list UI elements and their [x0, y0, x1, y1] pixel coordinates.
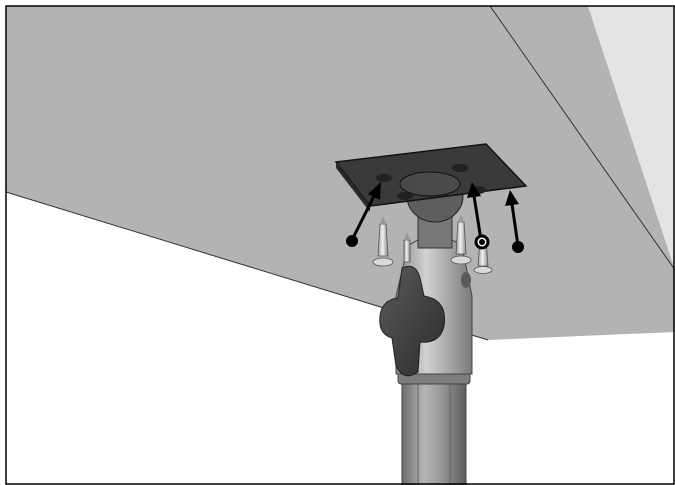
mounting-arrow-icon	[346, 182, 381, 247]
screw-icon	[372, 216, 394, 267]
plate-center-boss	[399, 171, 461, 197]
mounting-arrow-icon	[505, 190, 524, 253]
pole-head-hole	[461, 272, 471, 288]
screw-icon	[403, 232, 411, 263]
plate-hole	[397, 192, 413, 200]
clamp-knob	[379, 265, 446, 377]
mounting-arrow-icon	[467, 182, 490, 250]
support-pole	[397, 369, 471, 485]
mounting-plate-edge	[336, 162, 370, 212]
screw-icon	[450, 214, 472, 265]
plate-hole	[452, 164, 468, 172]
table-edge	[588, 6, 675, 270]
table-edge-line	[489, 5, 675, 271]
plate-hole	[376, 174, 392, 182]
figure-frame	[5, 5, 675, 485]
